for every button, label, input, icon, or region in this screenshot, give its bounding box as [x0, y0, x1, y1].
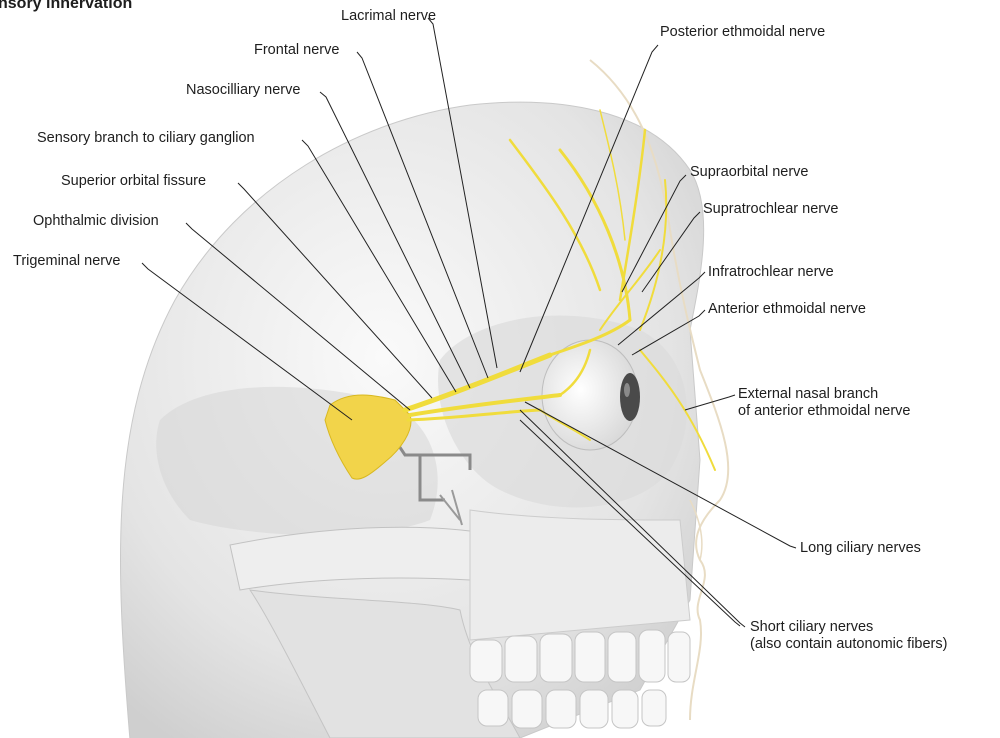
maxilla — [470, 510, 690, 640]
label-sensory-branch-ciliary-ganglion: Sensory branch to ciliary ganglion — [37, 130, 255, 147]
label-supraorbital-nerve: Supraorbital nerve — [690, 164, 809, 181]
cornea-highlight — [624, 383, 630, 397]
label-superior-orbital-fissure: Superior orbital fissure — [61, 173, 206, 190]
label-nasociliary-nerve: Nasocilliary nerve — [186, 82, 300, 99]
cornea — [620, 373, 640, 421]
label-short-ciliary-nerves: Short ciliary nerves (also contain auton… — [750, 619, 947, 653]
label-lacrimal-nerve: Lacrimal nerve — [341, 8, 436, 25]
label-external-nasal-branch: External nasal branch of anterior ethmoi… — [738, 386, 911, 420]
label-anterior-ethmoidal-nerve: Anterior ethmoidal nerve — [708, 301, 866, 318]
label-short-ciliary-line1: Short ciliary nerves — [750, 619, 947, 636]
label-external-nasal-line2: of anterior ethmoidal nerve — [738, 403, 911, 420]
label-long-ciliary-nerves: Long ciliary nerves — [800, 540, 921, 557]
label-trigeminal-nerve: Trigeminal nerve — [13, 253, 120, 270]
label-supratrochlear-nerve: Supratrochlear nerve — [703, 201, 838, 218]
label-frontal-nerve: Frontal nerve — [254, 42, 339, 59]
label-external-nasal-line1: External nasal branch — [738, 386, 911, 403]
label-infratrochlear-nerve: Infratrochlear nerve — [708, 264, 834, 281]
label-posterior-ethmoidal-nerve: Posterior ethmoidal nerve — [660, 24, 825, 41]
label-short-ciliary-line2: (also contain autonomic fibers) — [750, 636, 947, 653]
label-ophthalmic-division: Ophthalmic division — [33, 213, 159, 230]
figure-title: nsory innervation — [0, 0, 132, 13]
